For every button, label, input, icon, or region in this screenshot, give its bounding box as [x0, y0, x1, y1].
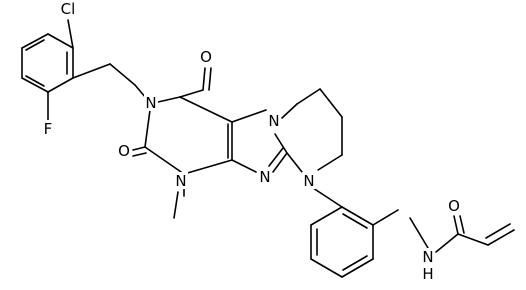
bond [231, 159, 257, 173]
bond [341, 258, 374, 278]
hydrogen-label-amide: H [422, 265, 433, 283]
bond [286, 152, 303, 173]
bond [144, 109, 151, 148]
bond [208, 67, 212, 91]
bond [144, 146, 185, 175]
bond [372, 209, 399, 226]
bond [183, 159, 233, 175]
bond [319, 88, 343, 118]
bond [179, 96, 233, 123]
bond [487, 229, 515, 246]
bond [21, 33, 49, 49]
chlorine-label: Cl [61, 0, 76, 18]
bond [268, 147, 284, 167]
bond [179, 89, 204, 98]
bond [409, 217, 429, 249]
atom-labels: Cl F N O O N N N N N H O [42, 0, 461, 283]
nitrogen-label-aryl: N [303, 172, 314, 190]
oxygen-label-amide: O [448, 197, 460, 215]
oxygen-label-left-carbonyl: O [118, 142, 130, 160]
bond [272, 152, 288, 173]
bond [21, 77, 49, 93]
bond [310, 258, 343, 278]
bond [309, 185, 343, 208]
nitrogen-label-ring-junction: N [268, 112, 279, 130]
oxygen-label-top-carbonyl: O [200, 48, 212, 66]
bond [132, 146, 146, 151]
bond [341, 206, 374, 226]
bond [317, 154, 343, 171]
nitrogen-label-imidazole: N [259, 168, 270, 186]
bond [109, 63, 136, 86]
bond [67, 19, 74, 49]
bond [25, 39, 45, 51]
bond [157, 96, 181, 103]
nitrogen-label-benzyl: N [145, 94, 156, 112]
bond [296, 88, 321, 105]
bond [342, 213, 368, 229]
bond [310, 206, 343, 226]
bond [459, 215, 465, 234]
bond [132, 152, 147, 157]
bond [281, 103, 298, 119]
bond [453, 215, 459, 235]
bond [72, 63, 111, 79]
bond [202, 67, 206, 91]
nitrogen-label-methyl: N [175, 172, 186, 190]
bond [47, 77, 74, 93]
bond [457, 233, 489, 246]
bond [274, 133, 288, 154]
bond [173, 191, 179, 219]
bond [435, 233, 459, 253]
bond [342, 255, 368, 271]
bond [25, 75, 45, 87]
fluorine-label: F [44, 120, 53, 138]
nitrogen-label-amide: N [422, 248, 433, 266]
bond [47, 33, 74, 49]
bonds [21, 19, 515, 278]
bond [231, 109, 267, 123]
bond [485, 223, 511, 239]
